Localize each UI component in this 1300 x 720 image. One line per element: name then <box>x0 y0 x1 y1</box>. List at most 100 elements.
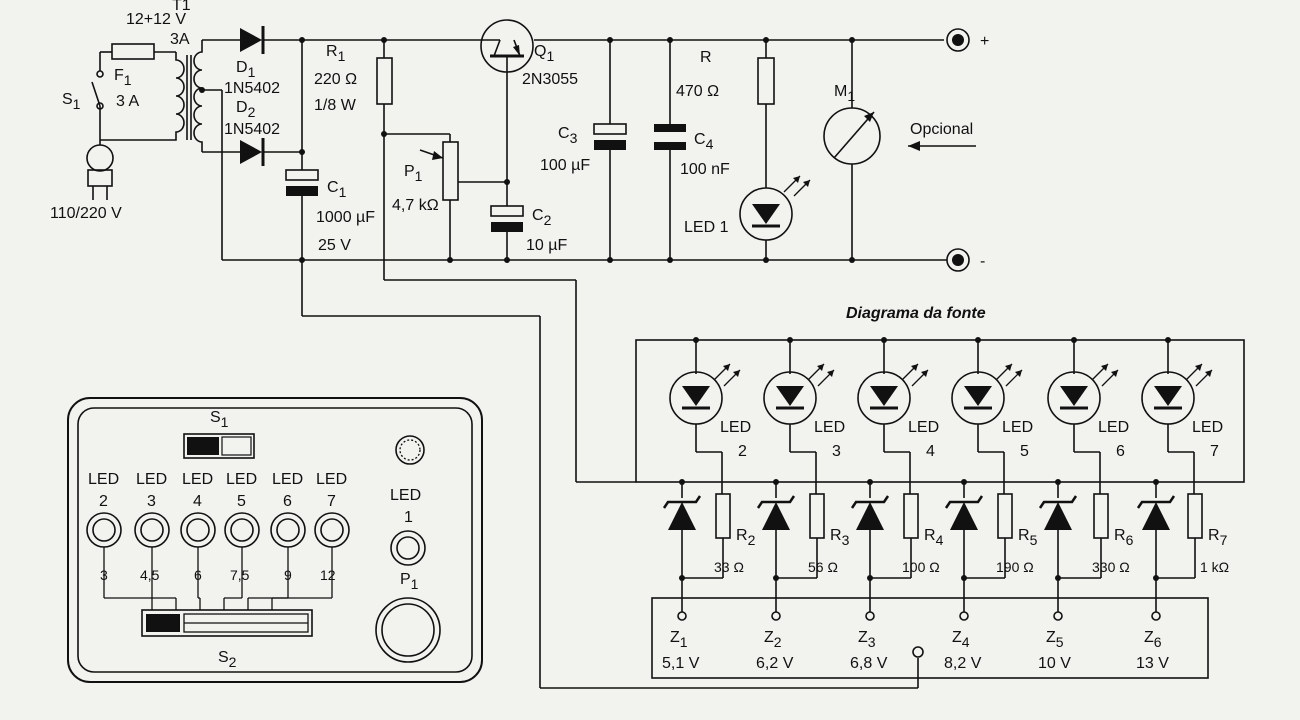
panel-led-7-group: LED 7 12 <box>271 471 350 610</box>
panel-led-2-indicator <box>86 512 122 548</box>
meter-m1-symbol <box>823 107 881 165</box>
panel-led1-indicator <box>390 530 426 566</box>
resistor-label: R3 <box>830 527 850 548</box>
panel-voltage-label: 7,5 <box>230 567 250 583</box>
resistor-value-label: 190 Ω <box>996 559 1034 575</box>
panel-led-word-label: LED <box>88 471 119 488</box>
transistor-q1-symbol <box>480 19 534 182</box>
panel-led-4-indicator <box>180 512 216 548</box>
zener-label: Z1 <box>670 629 688 650</box>
transformer-rating: 12+12 V <box>126 11 186 28</box>
panel-voltage-label: 12 <box>320 567 336 583</box>
resistor-value-label: 1 kΩ <box>1200 559 1229 575</box>
led-word-label: LED <box>814 419 845 436</box>
switch-s1-label: S1 <box>62 91 81 112</box>
zener-z6-symbol <box>1142 502 1170 530</box>
zener-value-label: 13 V <box>1136 655 1169 672</box>
zener-value-label: 8,2 V <box>944 655 982 672</box>
panel-led-5-group: LED 5 7,5 <box>223 471 260 610</box>
panel-s2-slider-switch <box>141 609 313 637</box>
fuse-value: 3 A <box>116 93 139 110</box>
switch-s1-symbol <box>91 51 112 132</box>
panel-led-word-label: LED <box>272 471 303 488</box>
diode-d2-label: D2 <box>236 99 256 120</box>
capacitor-c3-value: 100 µF <box>540 157 590 174</box>
resistor-r1-value: 220 Ω <box>314 71 357 88</box>
led-word-label: LED <box>720 419 751 436</box>
capacitor-c2-symbol <box>490 182 524 260</box>
panel-led-3-indicator <box>134 512 170 548</box>
potentiometer-p1-label: P1 <box>404 163 423 184</box>
resistor-r-symbol <box>757 57 775 105</box>
panel-led-number-label: 5 <box>237 493 246 510</box>
diode-d2-part: 1N5402 <box>224 121 280 138</box>
panel-led-7-indicator <box>314 512 350 548</box>
capacitor-c3-label: C3 <box>558 125 578 146</box>
led-word-label: LED <box>1002 419 1033 436</box>
panel-led-5-indicator <box>224 512 260 548</box>
fuse-f1-label: F1 <box>114 67 132 88</box>
fuse-f1-symbol <box>111 43 155 60</box>
led-number-label: 7 <box>1210 443 1219 460</box>
diode-d1-part: 1N5402 <box>224 80 280 97</box>
mains-plug <box>86 132 114 200</box>
resistor-r-value: 470 Ω <box>676 83 719 100</box>
resistor-r1-power: 1/8 W <box>314 97 357 114</box>
capacitor-c1-voltage: 25 V <box>318 237 351 254</box>
transformer-primary-coil <box>100 52 185 141</box>
panel-led-6-indicator <box>270 512 306 548</box>
zener-label: Z2 <box>764 629 782 650</box>
resistor-r6-symbol <box>1093 493 1109 539</box>
led-number-label: 4 <box>926 443 935 460</box>
zener-z2-symbol <box>762 502 790 530</box>
panel-led-number-label: 4 <box>193 493 202 510</box>
panel-led-number-label: 2 <box>99 493 108 510</box>
panel-p1-label: P1 <box>400 571 419 592</box>
diode-d2-symbol <box>240 138 265 166</box>
capacitor-c2-label: C2 <box>532 207 552 228</box>
led1-symbol <box>739 175 811 260</box>
panel-led-number-label: 3 <box>147 493 156 510</box>
zener-z3-symbol <box>856 502 884 530</box>
resistor-value-label: 100 Ω <box>902 559 940 575</box>
diagram-title: Diagrama da fonte <box>846 305 986 322</box>
resistor-label: R6 <box>1114 527 1134 548</box>
plus-label: + <box>980 33 989 50</box>
capacitor-c2-value: 10 µF <box>526 237 567 254</box>
led-word-label: LED <box>1098 419 1129 436</box>
panel-led-word-label: LED <box>226 471 257 488</box>
output-negative-terminal <box>946 248 970 272</box>
zener-z5-symbol <box>1044 502 1072 530</box>
panel-voltage-label: 4,5 <box>140 567 160 583</box>
panel-led-word-label: LED <box>136 471 167 488</box>
capacitor-c4-value: 100 nF <box>680 161 730 178</box>
led1-label: LED 1 <box>684 219 729 236</box>
capacitor-c1-label: C1 <box>327 179 347 200</box>
panel-led-number-label: 7 <box>327 493 336 510</box>
output-positive-terminal <box>946 28 970 52</box>
power-supply-circuit: T1 12+12 V 3A 110/220 V S1 F1 3 A <box>50 0 989 689</box>
panel-led-number-label: 6 <box>283 493 292 510</box>
resistor-label: R7 <box>1208 527 1228 548</box>
resistor-label: R2 <box>736 527 756 548</box>
led-number-label: 5 <box>1020 443 1029 460</box>
resistor-r1-symbol <box>376 57 393 105</box>
minus-label: - <box>980 253 985 270</box>
transformer-secondary-coil <box>193 40 203 152</box>
capacitor-c1-symbol <box>285 169 319 260</box>
mains-voltage-label: 110/220 V <box>50 205 122 222</box>
diode-d1-symbol <box>240 26 265 54</box>
panel-led1-word: LED <box>390 487 421 504</box>
panel-voltage-label: 3 <box>100 567 108 583</box>
transistor-q1-label: Q1 <box>534 43 554 64</box>
led-number-label: 3 <box>832 443 841 460</box>
